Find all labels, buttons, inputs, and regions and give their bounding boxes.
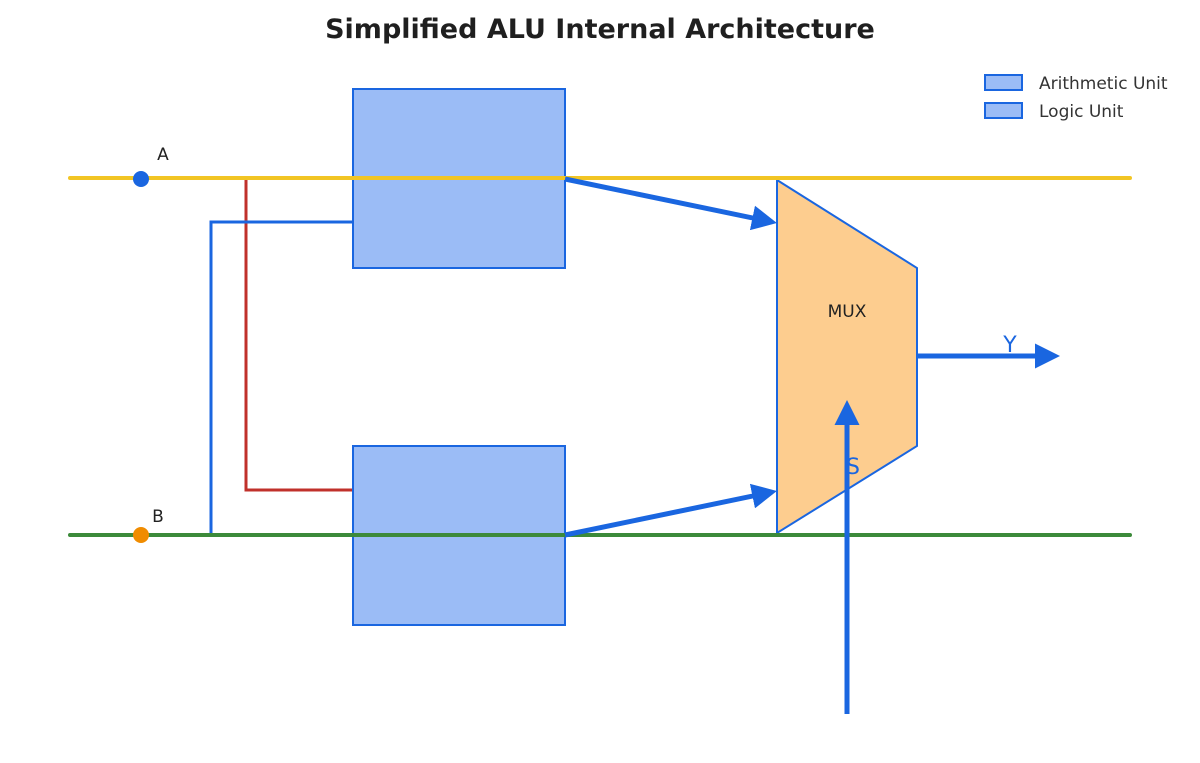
output-label: Y [1002,333,1017,358]
legend-swatch-logic [984,102,1023,119]
bus-a-dot [133,171,149,187]
logic-to-mux-arrow [564,483,777,538]
bus-a-label: A [157,145,169,165]
select-label: S [846,455,860,480]
legend-label-arithmetic: Arithmetic Unit [1039,74,1168,94]
legend-swatch-arithmetic [984,74,1023,91]
b-to-upper-unit-wire [209,220,353,535]
diagram-title: Simplified ALU Internal Architecture [325,14,875,45]
a-to-lower-unit-wire [244,178,353,492]
bus-b-label: B [152,507,164,527]
legend-label-logic: Logic Unit [1039,102,1124,122]
legend: Arithmetic Unit Logic Unit [984,74,1168,122]
bus-b-dot [133,527,149,543]
arithmetic-to-mux-arrow [564,176,777,231]
mux-label: MUX [828,302,867,322]
mux-block [776,178,918,535]
